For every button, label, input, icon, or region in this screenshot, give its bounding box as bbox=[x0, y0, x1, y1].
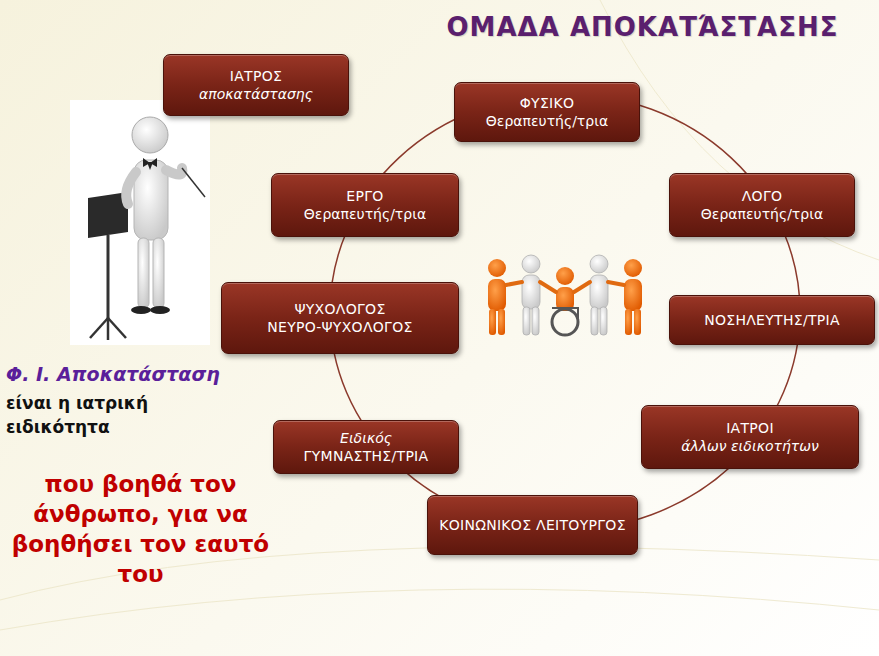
box-text: ΛΟΓΟ bbox=[742, 187, 783, 205]
team-member-box: ΙΑΤΡΟΙάλλων ειδικοτήτων bbox=[641, 405, 859, 469]
diagram-title: ΟΜΑΔΑ ΑΠΟΚΑΤΆΣΤΑΣΗΣ bbox=[420, 12, 865, 42]
box-text: άλλων ειδικοτήτων bbox=[681, 437, 819, 455]
box-text: ΙΑΤΡΟΣ bbox=[230, 67, 282, 85]
team-member-box: ΚΟΙΝΩΝΙΚΟΣ ΛΕΙΤΟΥΡΓΟΣ bbox=[427, 495, 638, 555]
box-text: ΝΕΥΡΟ-ΨΥΧΟΛΟΓΟΣ bbox=[267, 318, 412, 336]
team-member-box: ΛΟΓΟΘεραπευτής/τρια bbox=[669, 173, 855, 237]
background-lines bbox=[0, 0, 879, 630]
motto: που βοηθά τον άνθρωπο, για να βοηθήσει τ… bbox=[8, 470, 273, 590]
team-member-box: ΨΥΧΟΛΟΓΟΣΝΕΥΡΟ-ΨΥΧΟΛΟΓΟΣ bbox=[221, 282, 459, 354]
team-member-box: ΙΑΤΡΟΣαποκατάστασης bbox=[163, 54, 349, 116]
box-text: Θεραπευτής/τρια bbox=[701, 205, 823, 223]
specialty-description: είναι η ιατρική ειδικότητα bbox=[6, 392, 156, 440]
box-text: Ειδικός bbox=[340, 429, 392, 447]
box-text: ΝΟΣΗΛΕΥΤΗΣ/ΤΡΙΑ bbox=[704, 311, 840, 329]
team-member-box: ΕιδικόςΓΥΜΝΑΣΤΗΣ/ΤΡΙΑ bbox=[273, 420, 459, 474]
box-text: ΕΡΓΟ bbox=[346, 187, 383, 205]
box-text: ΨΥΧΟΛΟΓΟΣ bbox=[294, 300, 385, 318]
people-group bbox=[488, 255, 642, 335]
box-text: ΦΥΣΙΚΟ bbox=[520, 94, 575, 112]
team-member-box: ΝΟΣΗΛΕΥΤΗΣ/ΤΡΙΑ bbox=[669, 295, 875, 345]
box-text: αποκατάστασης bbox=[199, 85, 313, 103]
specialty-name: Φ. Ι. Αποκατάσταση bbox=[6, 363, 276, 387]
team-member-box: ΦΥΣΙΚΟΘεραπευτής/τρια bbox=[454, 82, 640, 142]
box-text: Θεραπευτής/τρια bbox=[486, 112, 608, 130]
conductor-figure bbox=[70, 100, 210, 345]
box-text: ΚΟΙΝΩΝΙΚΟΣ ΛΕΙΤΟΥΡΓΟΣ bbox=[439, 516, 626, 534]
box-text: ΙΑΤΡΟΙ bbox=[726, 419, 774, 437]
box-text: Θεραπευτής/τρια bbox=[304, 205, 426, 223]
box-text: ΓΥΜΝΑΣΤΗΣ/ΤΡΙΑ bbox=[304, 447, 429, 465]
team-member-box: ΕΡΓΟΘεραπευτής/τρια bbox=[271, 173, 459, 237]
